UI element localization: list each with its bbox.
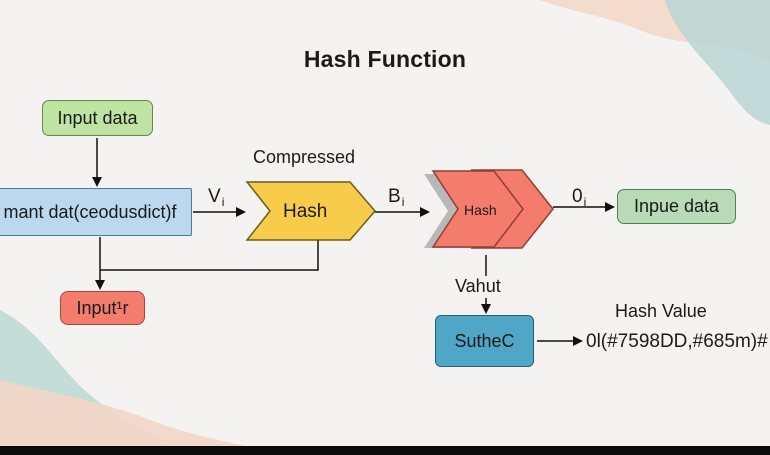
blob-bottom-left-peach — [0, 380, 245, 446]
node-input-data: Input data — [42, 100, 153, 136]
v-label-sub: i — [221, 195, 225, 209]
vahut-label: Vahut — [455, 276, 501, 296]
b-label-sub: i — [401, 195, 405, 209]
compressed-label: Compressed — [253, 147, 356, 167]
hash2-chevron — [431, 170, 524, 248]
b-label-main: B — [388, 186, 401, 207]
edge-hash1-feedback — [100, 240, 319, 271]
hash1-label: Hash — [283, 201, 328, 222]
v-label: Vi — [208, 186, 224, 209]
node-suthec: SutheC — [435, 315, 534, 367]
hash1-chevron — [245, 181, 376, 241]
b-label: Bi — [388, 186, 404, 209]
v-label-main: V — [208, 186, 221, 207]
o-label: 0i — [572, 186, 586, 209]
blob-top-right-teal — [665, 0, 770, 125]
bottom-bar — [0, 446, 770, 455]
node-output-data: Inpue data — [617, 189, 736, 224]
hash-value-heading: Hash Value — [615, 301, 707, 321]
node-source-data: mant dat(ceodusdict)f — [0, 188, 192, 236]
o-label-main: 0 — [572, 186, 583, 207]
hash2-label: Hash — [464, 202, 497, 218]
o-label-sub: i — [583, 195, 587, 209]
node-input-r: Input¹r — [60, 291, 145, 325]
diagram-title: Hash Function — [303, 46, 467, 72]
hash-value-text: 0l(#7598DD,#685m)# — [586, 331, 768, 352]
